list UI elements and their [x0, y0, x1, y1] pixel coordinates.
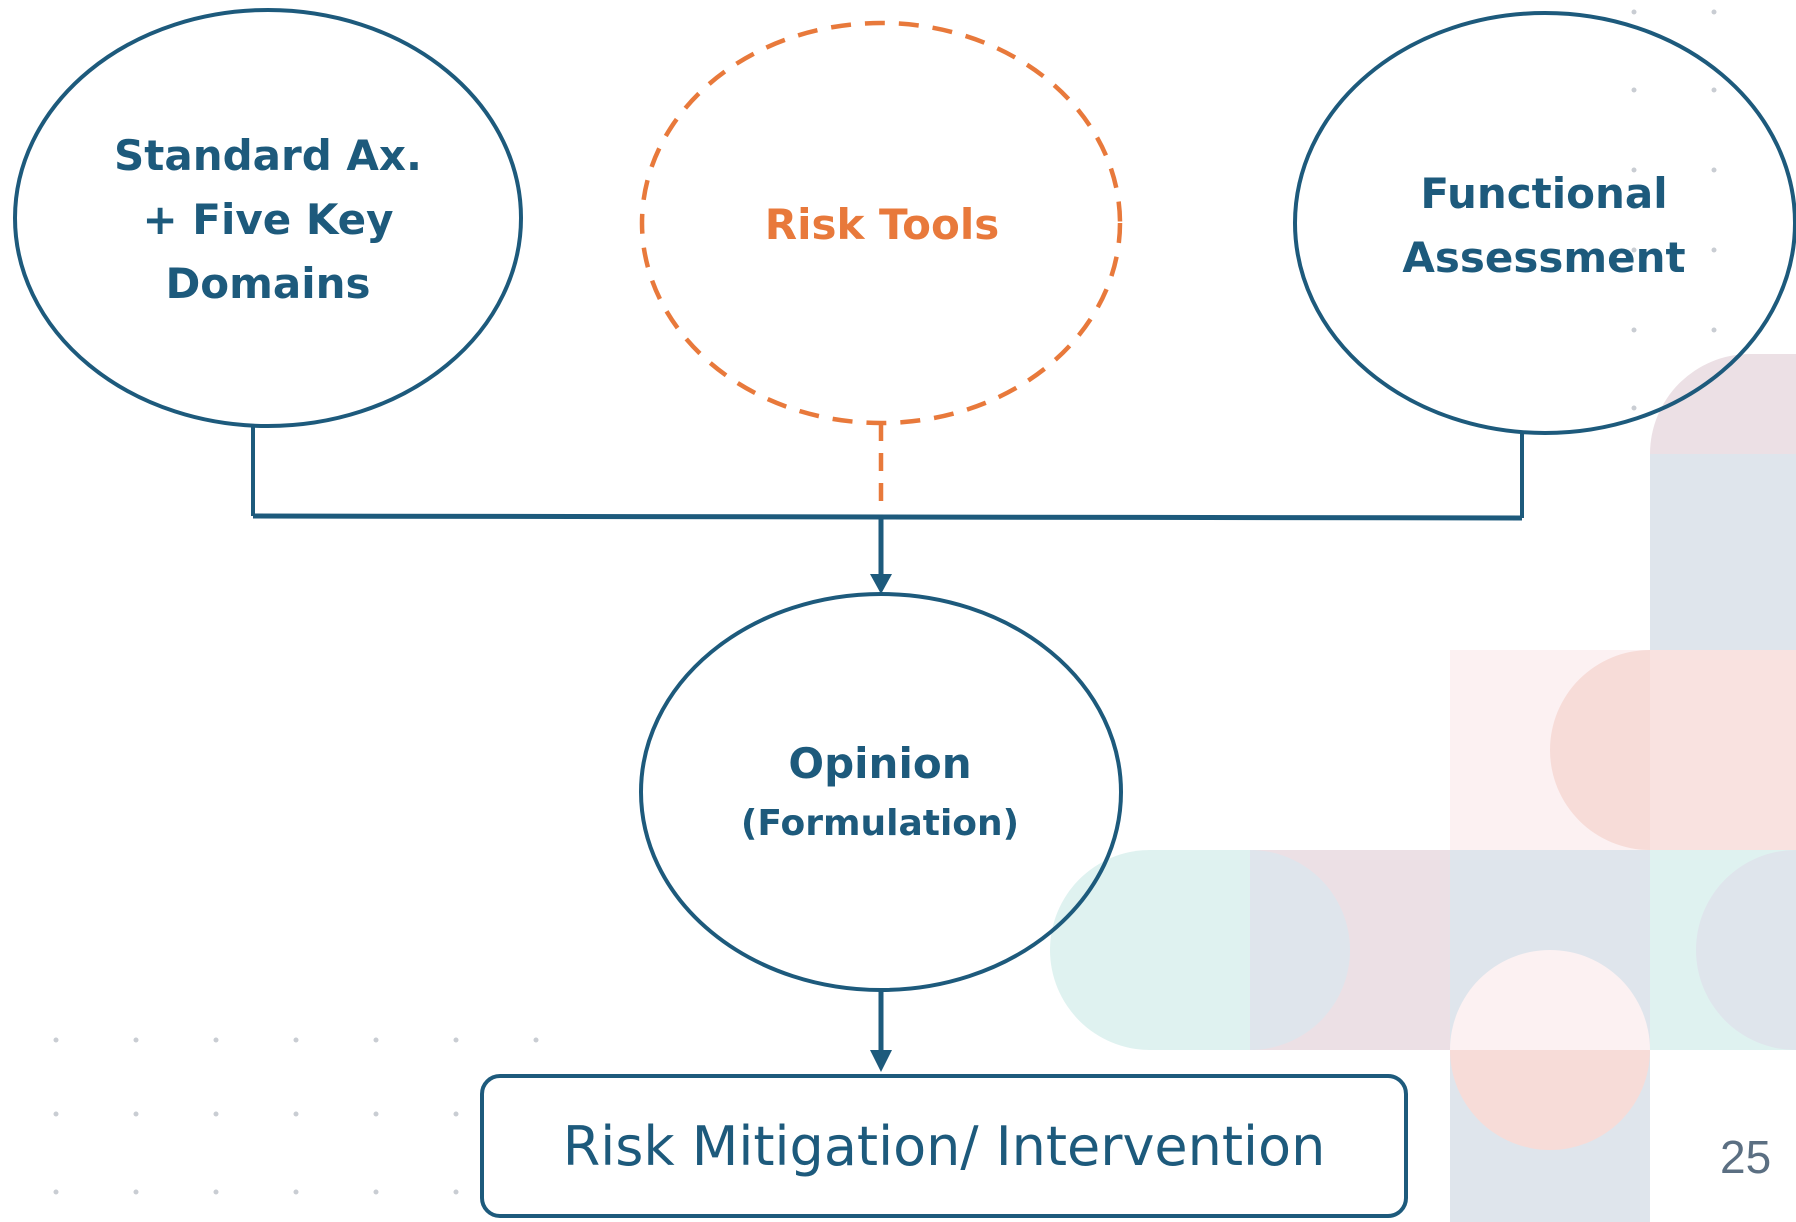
arrow-to-mitigation-head	[870, 1050, 892, 1072]
node-opinion-subtitle: (Formulation)	[740, 803, 1020, 844]
node-standard-line-1: Standard Ax.	[114, 131, 422, 180]
node-standard-line-3: Domains	[165, 259, 371, 308]
node-standard-line-2: + Five Key	[142, 195, 394, 244]
node-standard-ellipse	[13, 8, 523, 428]
page-number: 25	[1720, 1131, 1772, 1183]
node-mitigation-box: Risk Mitigation/ Intervention	[480, 1074, 1408, 1218]
node-mitigation-label: Risk Mitigation/ Intervention	[562, 1114, 1326, 1178]
node-opinion-label: Opinion (Formulation)	[640, 732, 1120, 852]
node-functional-label: Functional Assessment	[1294, 162, 1794, 290]
node-functional-line-1: Functional	[1420, 169, 1668, 218]
dot-grid-top-right	[1631, 9, 1717, 411]
node-functional-ellipse	[1293, 11, 1796, 435]
geometric-pattern	[1050, 354, 1796, 1222]
node-risk-tools-label: Risk Tools	[764, 200, 1000, 249]
dot-grid-bottom-left	[53, 1037, 539, 1195]
node-opinion-title: Opinion	[788, 739, 972, 788]
arrow-to-opinion-head	[870, 574, 892, 594]
node-standard-label: Standard Ax. + Five Key Domains	[48, 124, 488, 316]
node-functional-line-2: Assessment	[1402, 233, 1686, 282]
connector-horizontal-bar	[252, 513, 1523, 521]
